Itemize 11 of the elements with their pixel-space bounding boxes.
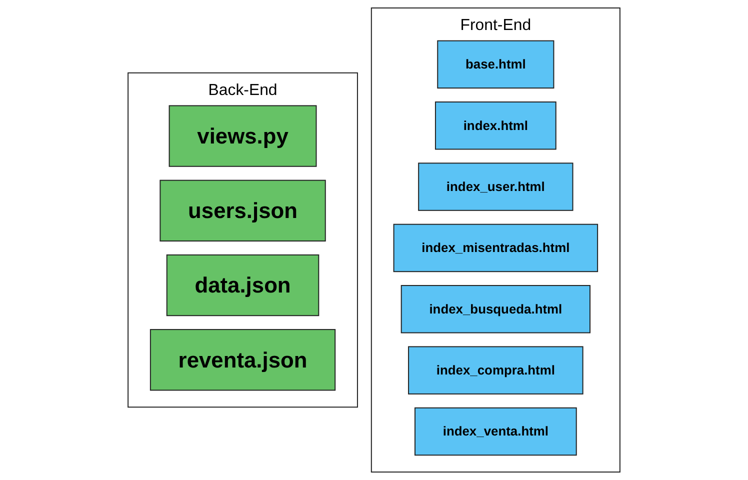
node-box: index_compra.html (408, 346, 584, 394)
node-box: users.json (160, 180, 326, 242)
node-box: base.html (437, 40, 554, 89)
node-box: index_venta.html (414, 407, 577, 456)
node-box: index_user.html (418, 162, 574, 211)
node-box: data.json (166, 254, 320, 316)
node-box: index.html (434, 101, 556, 150)
node-box: index_misentradas.html (393, 224, 598, 272)
node-box: reventa.json (150, 329, 336, 391)
node-box: views.py (168, 105, 317, 167)
node-box: index_busqueda.html (400, 285, 590, 334)
